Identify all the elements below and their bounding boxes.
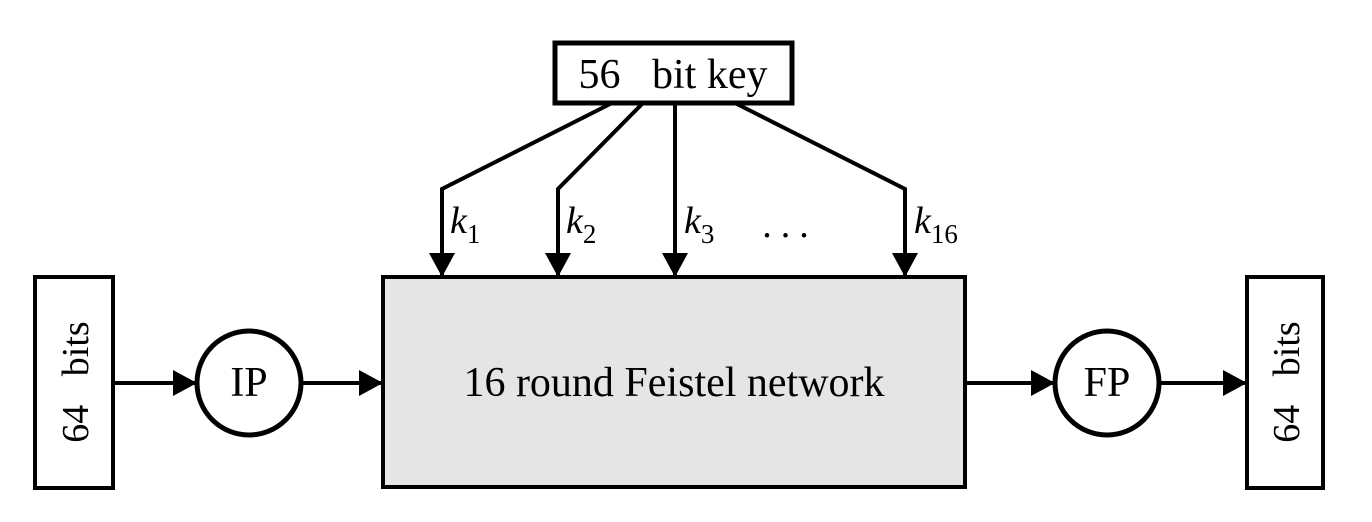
output-bits-label: 64 bits (1266, 321, 1308, 442)
subkey-k2-base: k (566, 200, 584, 242)
subkey-label-k2: k2 (566, 200, 596, 249)
fp-circle (1052, 328, 1162, 438)
subkey-k3-base: k (684, 200, 702, 242)
subkey-k2-sub: 2 (583, 219, 597, 249)
ip-circle (194, 328, 304, 438)
subkey-k3-sub: 3 (701, 219, 715, 249)
subkey-k1-sub: 1 (467, 219, 481, 249)
input-bits-box (33, 275, 115, 490)
subkey-arrow-k16 (734, 101, 918, 277)
subkey-arrow-k1 (429, 101, 613, 277)
ip-label: IP (230, 360, 267, 406)
arrow-layer (113, 101, 1247, 396)
input-bits-label: 64 bits (55, 321, 97, 442)
subkey-label-k3: k3 (684, 200, 714, 249)
subkey-k16-base: k (914, 200, 932, 242)
subkey-arrow-k2 (545, 101, 645, 277)
feistel-network-box (381, 275, 967, 489)
subkey-ellipsis: ... (762, 204, 818, 246)
subkey-label-k16: k16 (914, 200, 958, 249)
key-box-label: 56 bit key (579, 52, 768, 98)
subkey-label-k1: k1 (450, 200, 480, 249)
subkey-k16-sub: 16 (931, 219, 958, 249)
fp-label: FP (1084, 360, 1131, 406)
output-bits-box (1245, 275, 1325, 490)
subkey-k1-base: k (450, 200, 468, 242)
feistel-box-label: 16 round Feistel network (463, 360, 884, 406)
